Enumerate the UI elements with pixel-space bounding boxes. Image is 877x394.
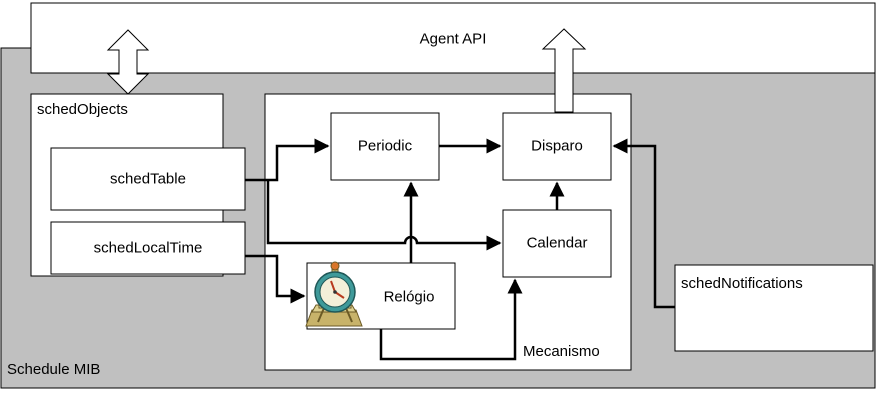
connector-localtime-relogio [245, 254, 306, 304]
connector-relogio-calendar [379, 278, 523, 361]
disparo-label: Disparo [531, 137, 583, 155]
sched-table-label: schedTable [110, 170, 186, 188]
mecanismo-label: Mecanismo [523, 343, 600, 360]
sched-local-time-label: schedLocalTime [93, 239, 203, 257]
sched-objects-label: schedObjects [37, 101, 128, 118]
connector-schedtable-periodic [245, 138, 330, 182]
up-hollow-arrow [541, 28, 587, 113]
calendar-label: Calendar [526, 234, 588, 252]
disparo-box [502, 112, 612, 181]
schedule-mib-label: Schedule MIB [7, 361, 101, 378]
agent-api-bar [30, 2, 876, 74]
relogio-label: Relógio [383, 288, 435, 306]
agent-api-label: Agent API [419, 30, 487, 48]
alarm-clock-icon [305, 261, 363, 327]
sched-table-box [50, 147, 246, 211]
connector-notifications-disparo [612, 138, 675, 309]
periodic-label: Periodic [357, 137, 413, 155]
sched-local-time-box [50, 221, 246, 275]
sched-notifications-label: schedNotifications [681, 275, 803, 292]
calendar-box [502, 209, 612, 278]
